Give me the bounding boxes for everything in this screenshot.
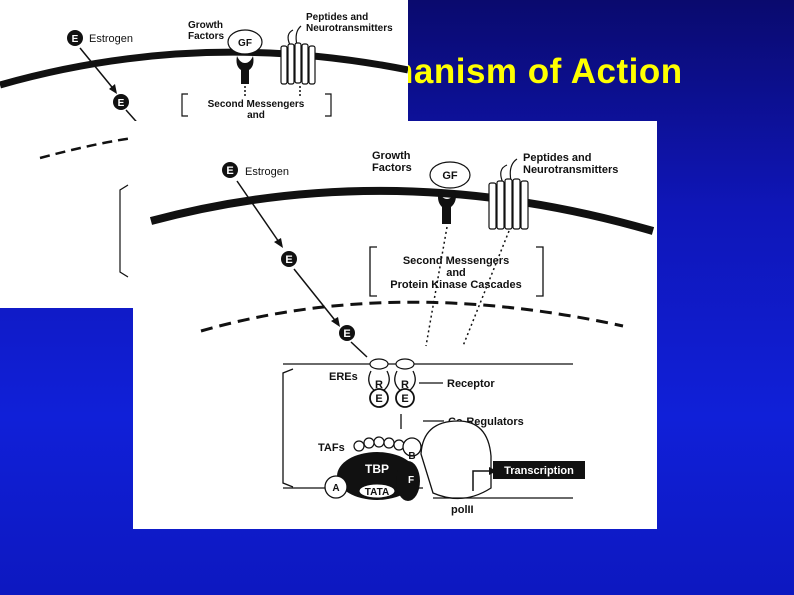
gpcr-receptor [488,158,529,230]
bound-e-2 [395,388,415,408]
back-gpcr-receptor [280,25,316,85]
gf-receptor [438,191,456,224]
back-estrogen-arrowhead [109,84,117,94]
second-messengers-bracket-left [369,246,377,297]
back-estrogen-arrow [79,47,117,93]
nuclear-membrane [200,300,624,333]
back-second-messengers-line1: Second Messengers [208,99,305,110]
estrogen-label: Estrogen [245,166,289,178]
estrogen-arrow [236,180,282,246]
back-estrogen-badge-letter: E [72,34,79,45]
a-factor-label: A [332,483,339,494]
receptor-r-label-1: R [375,379,383,391]
cell-membrane [149,186,655,235]
nuclear-e-badge [339,325,355,341]
back-gf-ligand [227,29,263,55]
f-factor-label: F [408,475,414,486]
bound-e-letter-1: E [375,393,382,405]
nucleus-outline-left [282,368,294,488]
b-factor-label: B [408,451,415,462]
back-gf-label: GF [238,38,252,49]
growth-factors-line1: Growth [372,150,411,162]
second-messengers-bracket-right [536,246,544,297]
nuclear-e-letter: E [343,328,350,340]
transcription-label: Transcription [504,465,574,477]
f-factor [396,461,420,501]
gpcr-signal-path [462,230,510,347]
gf-signal-path [425,226,448,347]
estrogen-badge-letter: E [226,165,233,177]
estrogen-badge [222,162,238,178]
transcription-box [493,461,585,479]
back-growth-factors-line1: Growth [188,20,223,31]
back-peptides-line1: Peptides and [306,12,368,23]
back-cell-membrane [0,48,408,89]
cytoplasm-arrowhead [331,317,340,327]
tbp-label: TBP [365,462,389,476]
ere-element-2 [395,358,415,370]
bound-e-1 [369,388,389,408]
back-nuclear-membrane [39,135,141,160]
front-diagram-panel: E Estrogen E E Growth Factors GF Peptide… [133,121,657,529]
front-diagram: E Estrogen E E Growth Factors GF Peptide… [149,150,655,516]
tata-box [358,483,396,499]
pol-ii-complex [420,420,492,500]
a-factor [324,475,348,499]
back-peptides-line2: Neurotransmitters [306,23,393,34]
peptides-line2: Neurotransmitters [523,164,618,176]
gf-label: GF [442,170,458,182]
back-gf-receptor [236,56,254,84]
pol-ii-label: polII [451,504,474,516]
receptor-r-label-2: R [401,379,409,391]
second-messengers-line1: Second Messengers [403,255,509,267]
back-diagram: E Estrogen E Growth Factors GF Peptides … [0,12,408,278]
back-inner-e-badge [113,94,129,110]
slide-title: hanism of Action [392,52,683,91]
back-bracket-left [181,93,188,117]
second-messengers-line2: and [446,267,466,279]
back-estrogen-label: Estrogen [89,33,133,45]
growth-factors-line2: Factors [372,162,412,174]
cytoplasm-e-badge [281,251,297,267]
estrogen-arrowhead [274,238,283,248]
tafs-label: TAFs [318,442,345,454]
back-inner-e-letter: E [118,98,125,109]
cytoplasm-e-letter: E [285,254,292,266]
gf-ligand [429,161,471,189]
back-growth-factors-line2: Factors [188,31,225,42]
taf-beads [353,436,405,452]
back-estrogen-badge [67,30,83,46]
eres-label: EREs [329,371,358,383]
transcription-arrow [472,470,491,491]
second-messengers-line3: Protein Kinase Cascades [390,279,521,291]
back-nucleus-outline [119,184,129,278]
bound-e-letter-2: E [401,393,408,405]
tata-label: TATA [365,487,389,498]
back-bracket-right [325,93,332,117]
peptides-line1: Peptides and [523,152,591,164]
b-factor [402,437,422,457]
cytoplasm-arrow [293,268,339,325]
receptor-label: Receptor [447,378,495,390]
back-second-messengers-line2: and [247,110,265,121]
nuclear-arrow [350,341,368,358]
ere-element-1 [369,358,389,370]
